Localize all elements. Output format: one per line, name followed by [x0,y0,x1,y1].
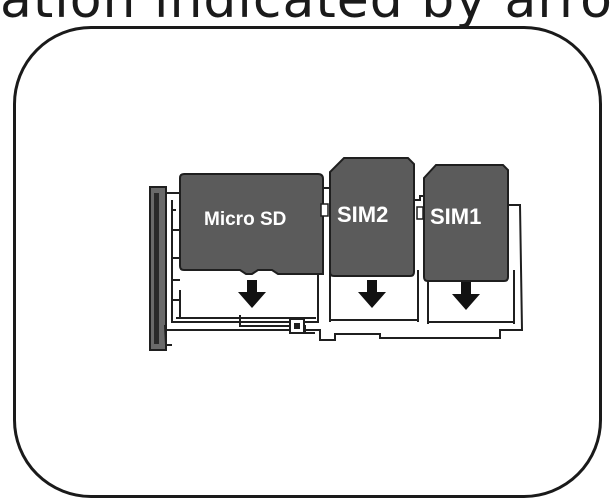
down-arrow-icon [238,280,266,308]
eject-hole-icon [289,318,305,334]
down-arrow-icon [358,280,386,308]
sim2-label: SIM2 [337,202,389,227]
tray-handle [149,186,167,351]
tray-tabs [320,203,424,220]
sim2-card [329,157,415,277]
sim1-card [423,164,509,282]
microsd-label: Micro SD [204,209,287,230]
microsd-card [179,173,324,275]
sim1-label: SIM1 [430,204,482,229]
partial-heading: ation indicated by arro [0,0,610,30]
down-arrow-icon [452,282,480,310]
